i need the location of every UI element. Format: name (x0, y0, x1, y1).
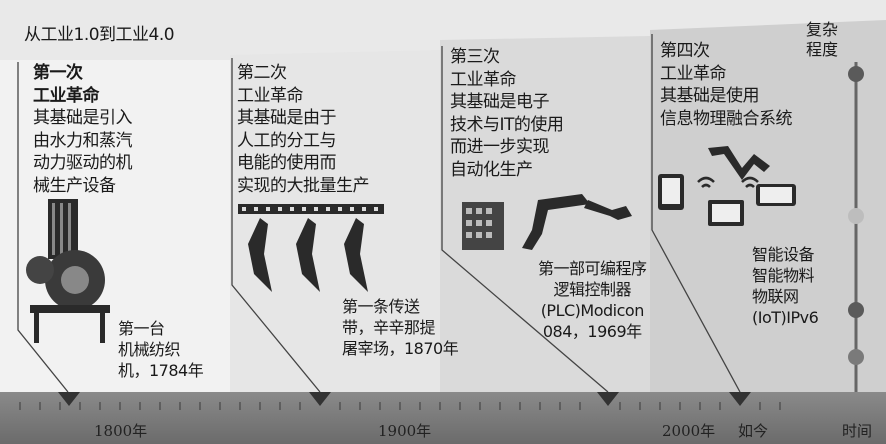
era-4-text: 第四次 工业革命 其基础是使用 信息物理融合系统 (660, 40, 793, 130)
era-title: 第三次 (450, 47, 500, 67)
era-1-milestone: 第一台 机械纺织 机，1784年 (118, 318, 204, 381)
timeline-marker (58, 392, 80, 406)
milestone-line: 第一部可编程序 (538, 259, 647, 278)
era-desc: 动力驱动的机 (33, 153, 133, 173)
milestone-line: 第一条传送 (342, 297, 420, 316)
era-4-milestone: 智能设备 智能物料 物联网 (IoT)IPv6 (752, 244, 819, 328)
era-2-text: 第二次 工业革命 其基础是由于 人工的分工与 电能的使用而 实现的大批量生产 (237, 62, 370, 197)
timeline-ticks (19, 392, 781, 410)
era-title: 工业革命 (450, 69, 517, 90)
smart-devices-illustration (658, 146, 796, 226)
era-desc: 技术与IT的使用 (450, 114, 564, 135)
milestone-line: 智能设备 (752, 245, 815, 264)
era-desc: 信息物理融合系统 (660, 108, 793, 129)
milestone-line: 智能物料 (752, 266, 815, 285)
complexity-dot (848, 302, 864, 318)
complexity-dot (848, 208, 864, 224)
complexity-axis (848, 62, 864, 396)
timeline-marker (729, 392, 751, 406)
era-desc: 械生产设备 (33, 175, 116, 196)
era-title: 工业革命 (33, 85, 100, 106)
era-2-milestone: 第一条传送 带，辛辛那提 屠宰场，1870年 (342, 296, 459, 359)
complexity-label-line: 程度 (806, 40, 839, 59)
era-desc: 而进一步实现 (450, 137, 550, 157)
complexity-dot (848, 349, 864, 365)
complexity-dot (848, 66, 864, 82)
era-desc: 电能的使用而 (237, 153, 337, 173)
complexity-label-line: 复杂 (806, 20, 839, 39)
robot-arm-plc-illustration (462, 194, 632, 250)
milestone-line: (PLC)Modicon (540, 301, 645, 320)
era-desc: 其基础是电子 (450, 92, 550, 112)
era-desc: 其基础是由于 (237, 108, 337, 128)
milestone-line: (IoT)IPv6 (752, 308, 819, 327)
era-1-text: 第一次 工业革命 其基础是引入 由水力和蒸汽 动力驱动的机 械生产设备 (33, 62, 133, 197)
milestone-line: 机，1784年 (118, 361, 204, 380)
timeline-marker (597, 392, 619, 406)
time-axis-label: 时间 (842, 422, 873, 440)
era-3-text: 第三次 工业革命 其基础是电子 技术与IT的使用 而进一步实现 自动化生产 (450, 46, 564, 181)
milestone-line: 084，1969年 (542, 322, 642, 341)
milestone-line: 逻辑控制器 (553, 280, 632, 299)
era-desc: 其基础是引入 (33, 108, 133, 128)
loom-illustration (26, 199, 110, 343)
tick-label-2000: 2000年 (662, 422, 716, 440)
era-title: 工业革命 (237, 85, 304, 106)
milestone-line: 机械纺织 (118, 340, 181, 359)
milestone-line: 屠宰场，1870年 (342, 339, 459, 358)
chart-title: 从工业1.0到工业4.0 (24, 25, 175, 45)
complexity-axis-label: 复杂 程度 (806, 20, 838, 60)
tick-label-1800: 1800年 (94, 422, 148, 440)
era-desc: 人工的分工与 (237, 130, 337, 151)
milestone-line: 带，辛辛那提 (342, 318, 436, 337)
era-title: 第一次 (33, 63, 83, 83)
milestone-line: 物联网 (752, 287, 799, 306)
milestone-line: 第一台 (118, 319, 165, 338)
era-3-milestone: 第一部可编程序 逻辑控制器 (PLC)Modicon 084，1969年 (538, 258, 647, 342)
tick-label-1900: 1900年 (378, 422, 432, 440)
era-desc: 由水力和蒸汽 (33, 130, 133, 151)
timeline-marker (309, 392, 331, 406)
tick-label-now: 如今 (738, 422, 769, 440)
era-title: 第四次 (660, 41, 710, 61)
era-title: 工业革命 (660, 63, 727, 84)
era-title: 第二次 (237, 63, 287, 83)
conveyor-illustration (238, 204, 384, 292)
era-desc: 其基础是使用 (660, 86, 760, 106)
era-desc: 自动化生产 (450, 159, 533, 180)
era-desc: 实现的大批量生产 (237, 175, 370, 196)
